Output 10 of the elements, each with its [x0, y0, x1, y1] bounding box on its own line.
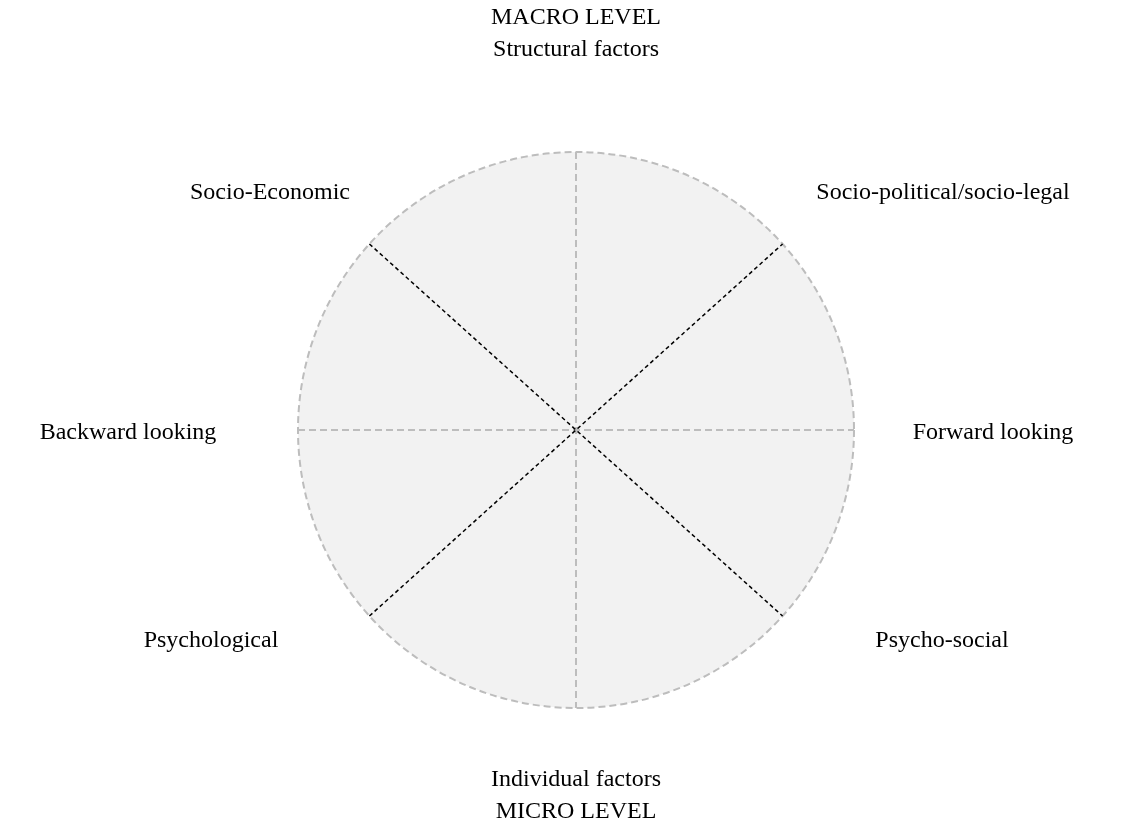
text-label: Structural factors — [493, 34, 659, 62]
text-label: Psycho-social — [875, 625, 1009, 653]
text-label: Backward looking — [39, 417, 217, 445]
text-label: Socio-political/socio-legal — [816, 177, 1070, 205]
text-label: Forward looking — [912, 417, 1074, 445]
text-label: Psychological — [143, 625, 279, 653]
text-label: MACRO LEVEL — [491, 2, 661, 30]
text-label: MICRO LEVEL — [495, 796, 657, 824]
text-label: Socio-Economic — [190, 177, 350, 205]
text-label: Individual factors — [491, 764, 661, 792]
